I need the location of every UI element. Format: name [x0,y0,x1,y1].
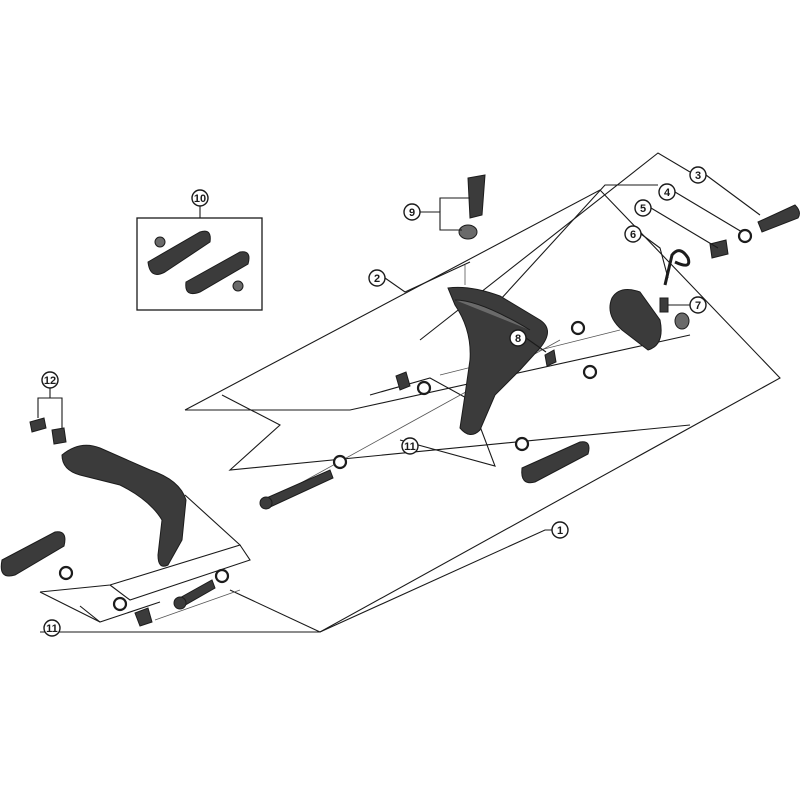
lead-2 [384,261,471,293]
callout-2-label: 2 [374,273,380,285]
pivot-bolt-1-head [259,496,273,510]
callout-6: 6 [624,225,642,243]
spring-6 [663,249,691,286]
washer-lower-a [58,565,74,581]
lower-bolt-head [173,596,187,610]
screw-8 [544,349,557,367]
callout-9-label: 9 [409,207,415,219]
brake-shoe-10a [147,230,211,275]
lead-1 [319,529,560,633]
upper-arm-ridge [454,299,531,331]
callout-4: 4 [658,183,676,201]
leader-12a [37,388,51,418]
callouts: 1 2 3 4 5 6 7 8 [41,166,707,637]
callout-8: 8 [509,329,527,347]
assembly-lower-outline [39,494,242,593]
callout-6-label: 6 [630,229,636,241]
bolt-11-upper [395,371,411,391]
assembly-4-lead [499,184,658,301]
callout-10: 10 [191,189,209,207]
callout-12-label: 12 [44,375,56,387]
brake-shoe-10b-stud [232,280,244,292]
screw-7 [659,297,669,313]
callout-11-lower-label: 11 [46,623,58,635]
callout-4-label: 4 [664,187,671,199]
leader-4 [674,191,743,233]
brake-shoe-upper [521,441,590,484]
screw-12 [29,417,47,433]
nut-5 [709,239,729,259]
washer-upper-a [570,320,586,336]
brake-shoe-10a-stud [154,236,166,248]
callout-9: 9 [403,203,421,221]
nut-9 [458,224,478,240]
washer-lower-b [214,568,230,584]
lower-brake-arm [61,444,187,567]
parts [0,174,800,627]
washer-11-upper [416,380,432,396]
callout-7-label: 7 [695,300,701,312]
callout-11-upper-label: 11 [404,441,416,453]
leader-12b [50,397,63,428]
callout-12: 12 [41,371,59,389]
callout-1: 1 [551,521,569,539]
assembly-1-outline [40,189,781,633]
callout-7: 7 [689,296,707,314]
adjust-bolt-3 [757,204,800,233]
leader-6 [640,233,669,279]
washer-4 [737,228,753,244]
pivot-bolt-1 [261,469,334,509]
callout-2: 2 [368,269,386,287]
callout-10-label: 10 [194,193,206,205]
callout-3: 3 [689,166,707,184]
leader-8 [525,337,547,353]
nut-7 [674,312,690,330]
leader-9 [420,211,462,231]
callout-5-label: 5 [640,203,646,215]
bracket-11-lower-b [39,591,101,623]
callout-8-label: 8 [515,333,521,345]
callout-11-upper: 11 [401,437,419,455]
washer-11-lower [112,596,128,612]
assembly-lower-inner [109,544,251,601]
nut-12 [51,427,67,445]
bolt-11-lower [134,607,153,627]
brake-shoe-10b [185,251,250,295]
axis-line-lower [154,589,241,621]
washer-1 [332,454,348,470]
leader-5 [650,207,719,249]
callout-5: 5 [634,199,652,217]
callout-11-lower: 11 [43,619,61,637]
assembly-2-outline [185,334,691,411]
brake-shoe-lower [0,531,66,577]
lead-lower-bolt [229,589,321,633]
assembly-2-inner [221,394,691,471]
upper-brake-arm [447,286,548,435]
callout-1-label: 1 [557,525,563,537]
assembly-lines [39,152,781,633]
spring-block [609,289,662,351]
callout-3-label: 3 [695,170,701,182]
leader-3 [705,174,761,216]
assembly-3-lead [419,152,691,341]
bolt-9 [467,174,486,219]
washer-upper-b [582,364,598,380]
washer-11-upper-b [514,436,530,452]
leader-9b [439,197,470,212]
callout-leaders [37,174,761,428]
